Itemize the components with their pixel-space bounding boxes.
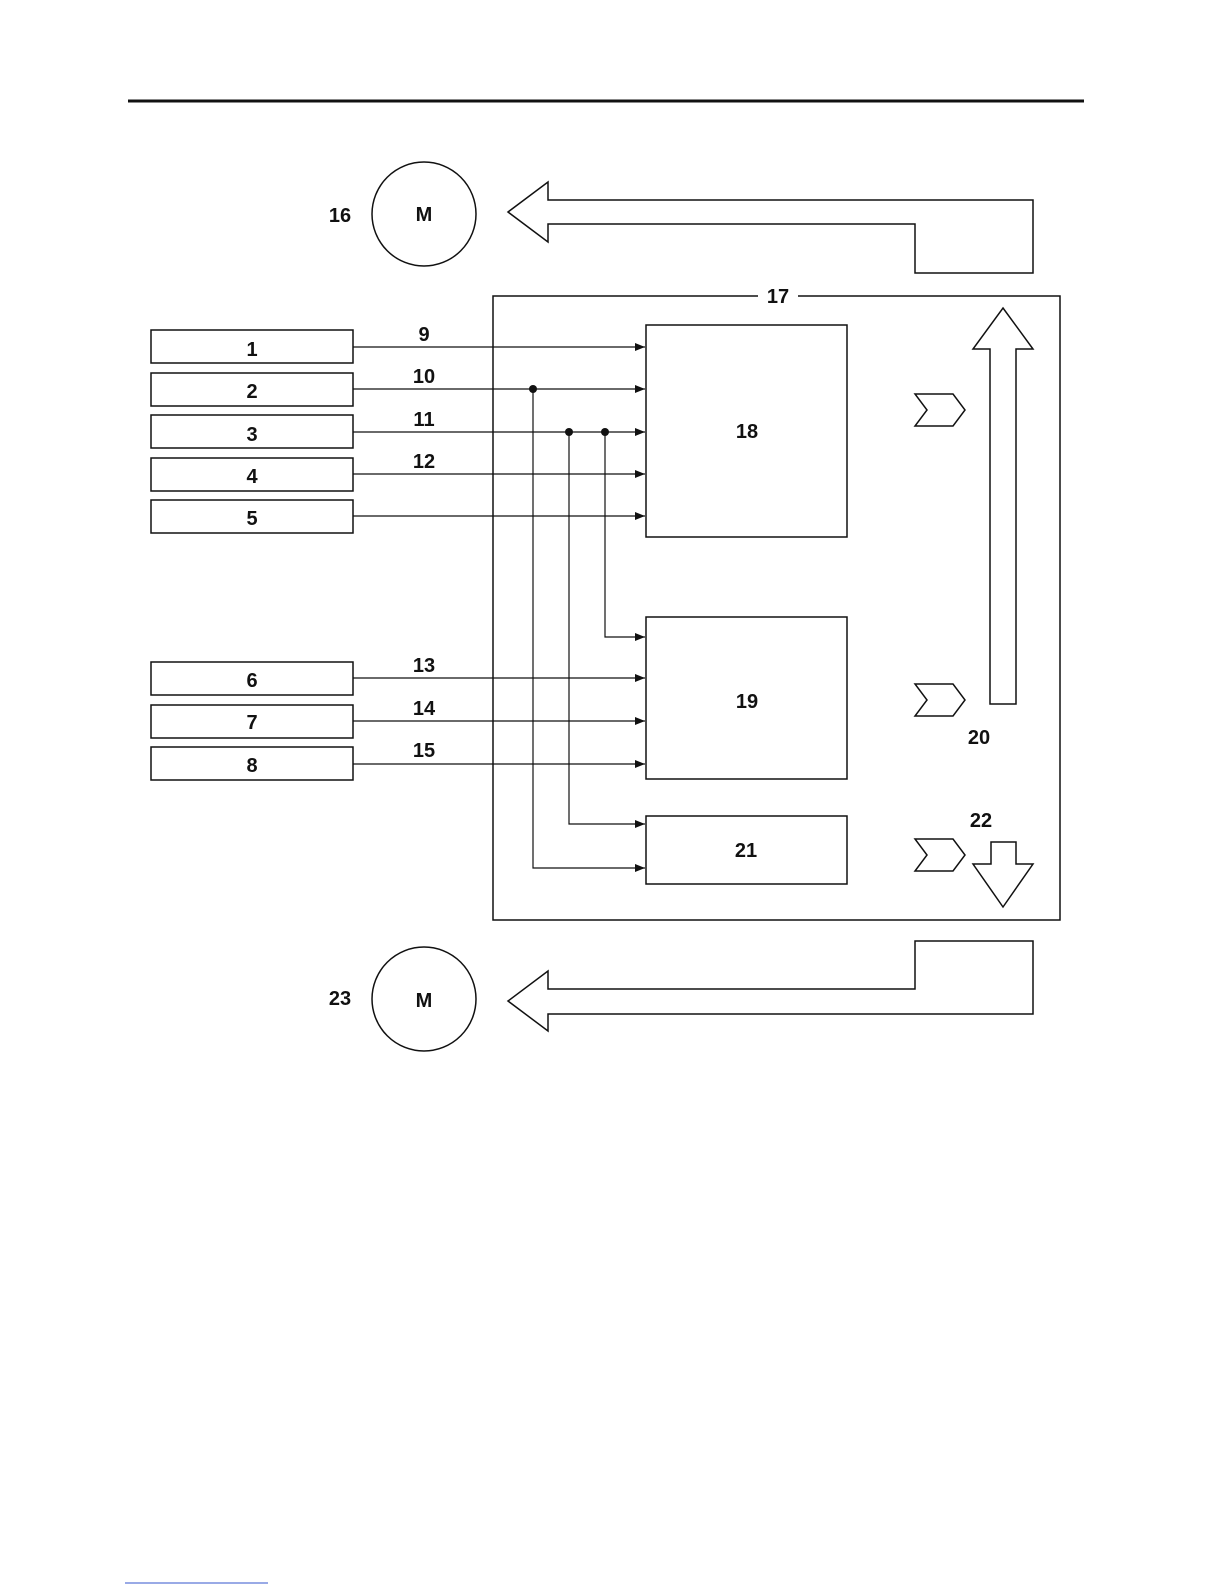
- chevron-marker-21: [915, 839, 965, 871]
- input-box-2-label: 2: [246, 381, 257, 403]
- input-box-8-label: 8: [246, 755, 257, 777]
- input-box-7: 7: [151, 705, 353, 738]
- hollow-arrow-to-motor-23: [508, 941, 1033, 1031]
- input-box-4: 4: [151, 458, 353, 491]
- motor-16-symbol: M: [416, 204, 433, 226]
- module-19-label: 19: [736, 691, 758, 713]
- signal-label-10: 10: [413, 366, 435, 388]
- module-21-label: 21: [735, 840, 757, 862]
- signal-label-13: 13: [413, 655, 435, 677]
- hollow-arrow-to-motor-16: [508, 182, 1033, 273]
- branch-11-to-19: [605, 432, 645, 637]
- input-box-4-label: 4: [246, 466, 258, 488]
- input-box-6-label: 6: [246, 670, 257, 692]
- input-box-3: 3: [151, 415, 353, 448]
- motor-16: M 16: [329, 162, 476, 266]
- motor-23-symbol: M: [416, 990, 433, 1012]
- input-box-5: 5: [151, 500, 353, 533]
- motor-23-label: 23: [329, 988, 351, 1010]
- output-arrow-22: [973, 842, 1033, 907]
- motor-23: M 23: [329, 947, 476, 1051]
- input-box-2: 2: [151, 373, 353, 406]
- chevron-marker-19: [915, 684, 965, 716]
- signal-label-9: 9: [418, 324, 429, 346]
- module-18-label: 18: [736, 421, 758, 443]
- chevron-marker-18: [915, 394, 965, 426]
- output-20-label: 20: [968, 727, 990, 749]
- junction-dot: [529, 385, 537, 393]
- output-22-label: 22: [970, 810, 992, 832]
- signal-label-15: 15: [413, 740, 435, 762]
- module-21: 21: [646, 816, 847, 884]
- input-box-8: 8: [151, 747, 353, 780]
- junction-dot: [601, 428, 609, 436]
- branch-10-to-21: [533, 389, 645, 868]
- module-18: 18: [646, 325, 847, 537]
- output-arrow-20: [973, 308, 1033, 704]
- signal-label-14: 14: [413, 698, 436, 720]
- input-box-3-label: 3: [246, 424, 257, 446]
- module-19: 19: [646, 617, 847, 779]
- signal-label-11: 11: [413, 409, 434, 431]
- input-box-5-label: 5: [246, 508, 257, 530]
- input-box-6: 6: [151, 662, 353, 695]
- motor-16-label: 16: [329, 205, 351, 227]
- junction-dot: [565, 428, 573, 436]
- signal-label-12: 12: [413, 451, 435, 473]
- branch-11-to-21: [569, 432, 645, 824]
- input-box-1-label: 1: [246, 339, 257, 361]
- input-box-1: 1: [151, 330, 353, 363]
- control-unit-label: 17: [767, 286, 789, 308]
- input-box-7-label: 7: [246, 712, 257, 734]
